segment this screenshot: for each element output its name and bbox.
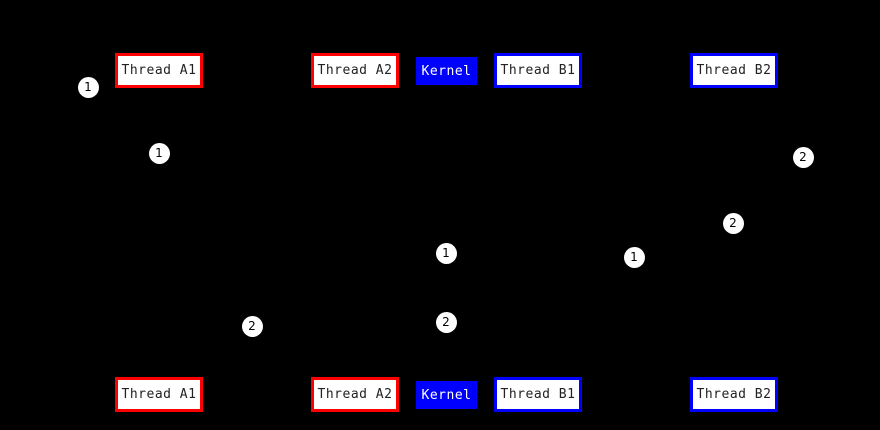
step-marker-2: 2 (241, 315, 263, 337)
participant-box-thread-a2-top[interactable]: Thread A2 (311, 53, 399, 88)
participant-box-kernel-top[interactable]: Kernel (416, 57, 477, 85)
message-arrow-1 (159, 190, 446, 191)
message-arrow-4 (446, 300, 538, 301)
participant-box-thread-a1-bottom[interactable]: Thread A1 (115, 377, 203, 412)
lifeline-thread-a1 (159, 88, 160, 377)
participant-label: Thread B2 (696, 63, 772, 78)
participant-box-thread-b2-top[interactable]: Thread B2 (690, 53, 778, 88)
step-marker-2: 2 (435, 311, 457, 333)
lifeline-kernel (446, 85, 447, 381)
participant-label: Thread A2 (317, 63, 393, 78)
participant-label: Thread A2 (317, 387, 393, 402)
message-arrow-2 (446, 200, 734, 201)
participant-label: Thread A1 (121, 63, 197, 78)
step-marker-number: 1 (630, 250, 638, 264)
step-marker-number: 2 (799, 150, 807, 164)
participant-label: Thread B1 (500, 387, 576, 402)
participant-box-thread-b2-bottom[interactable]: Thread B2 (690, 377, 778, 412)
participant-label: Thread B1 (500, 63, 576, 78)
step-marker-number: 2 (248, 319, 256, 333)
participant-box-kernel-bottom[interactable]: Kernel (416, 381, 477, 409)
participant-box-thread-b1-bottom[interactable]: Thread B1 (494, 377, 582, 412)
participant-box-thread-b1-top[interactable]: Thread B1 (494, 53, 582, 88)
lifeline-thread-a2 (355, 88, 356, 377)
participant-box-thread-a1-top[interactable]: Thread A1 (115, 53, 203, 88)
participant-label: Thread B2 (696, 387, 772, 402)
participant-label: Kernel (421, 63, 472, 79)
step-marker-number: 1 (84, 80, 92, 94)
step-marker-number: 1 (155, 146, 163, 160)
participant-box-thread-a2-bottom[interactable]: Thread A2 (311, 377, 399, 412)
step-marker-1: 1 (435, 242, 457, 264)
message-arrow-3 (355, 290, 446, 291)
step-marker-1: 1 (623, 246, 645, 268)
lifeline-thread-b1 (538, 88, 539, 377)
step-marker-1: 1 (148, 142, 170, 164)
step-marker-2: 2 (722, 212, 744, 234)
step-marker-1: 1 (77, 76, 99, 98)
step-marker-number: 2 (442, 315, 450, 329)
step-marker-number: 2 (729, 216, 737, 230)
participant-label: Thread A1 (121, 387, 197, 402)
step-marker-2: 2 (792, 146, 814, 168)
step-marker-number: 1 (442, 246, 450, 260)
participant-label: Kernel (421, 387, 472, 403)
